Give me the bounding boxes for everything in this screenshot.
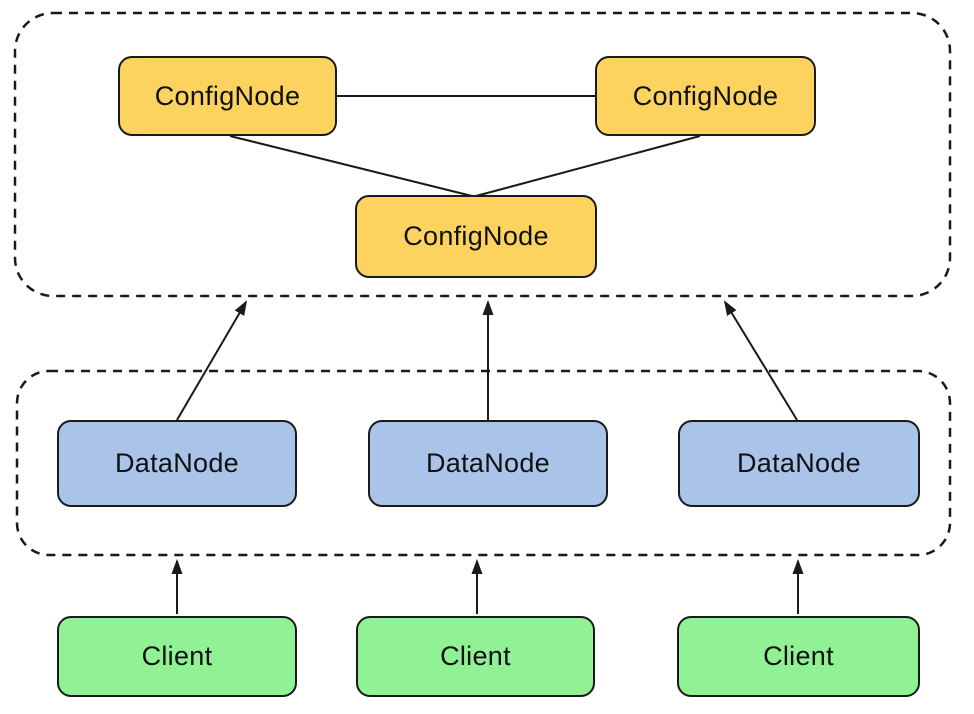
datanode-box-1: DataNode	[57, 420, 297, 507]
confignode-box-bottom: ConfigNode	[355, 195, 597, 278]
client-box-1: Client	[57, 616, 297, 697]
confignode-box-top-right: ConfigNode	[595, 56, 816, 136]
datanode-cluster-border	[15, 369, 952, 557]
datanode-box-2: DataNode	[368, 420, 608, 507]
client-box-2: Client	[356, 616, 595, 697]
client-box-3: Client	[677, 616, 920, 697]
datanode-box-3: DataNode	[678, 420, 920, 507]
datanode1-to-configcluster-arrow	[176, 300, 248, 421]
datanode3-to-configcluster-arrow	[723, 300, 798, 421]
confignode-box-top-left: ConfigNode	[118, 56, 337, 136]
confignode-link-right	[475, 135, 701, 197]
confignode-link-left	[229, 135, 473, 197]
